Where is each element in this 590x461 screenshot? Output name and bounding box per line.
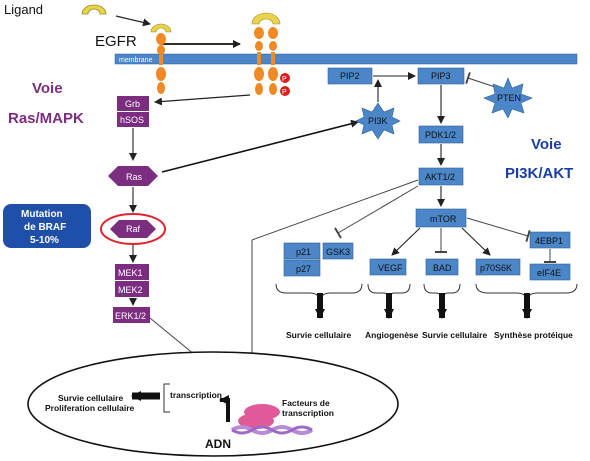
phospho-badge (280, 86, 290, 96)
ras-to-pi3k-arrow (161, 119, 359, 173)
akt-label: AKT1/2 (425, 172, 455, 182)
egfr-monomer-icon (150, 23, 172, 94)
pdk-label: PDK1/2 (425, 130, 456, 140)
hsos-node (117, 112, 149, 127)
phospho-label: P (282, 89, 287, 96)
transcription-factor-icon (238, 413, 274, 429)
nucleus-outcome-2: Proliferation cellulaire (45, 403, 135, 413)
braf-mutation-ring (100, 213, 166, 245)
receptor-to-grb-arrow (154, 94, 251, 106)
promoter-arrow-icon (219, 395, 230, 422)
pten-label: PTEN (497, 93, 521, 103)
facteurs-label-2: transcription (282, 408, 334, 418)
braf-mutation-line1: Mutation (21, 209, 63, 220)
pip3-node (417, 67, 465, 85)
outcome-survie-2: Survie cellulaire (422, 330, 487, 340)
p21-label: p21 (296, 247, 311, 257)
grb-label: Grb (125, 99, 140, 109)
ligand-binding-arrow (115, 15, 151, 27)
raf-node (110, 220, 156, 238)
outcome-survie-1: Survie cellulaire (286, 330, 351, 340)
pip2-node (327, 67, 373, 85)
pi3k-label: PI3K (368, 116, 388, 126)
membrane-label: membrane (119, 57, 153, 64)
braf-mutation-line3: 5-10% (30, 235, 59, 246)
mtor-inhibits-4ebp1 (466, 217, 531, 243)
pi3k-node (355, 102, 401, 140)
braf-mutation-line2: de BRAF (24, 222, 66, 233)
eif4e-node (529, 263, 571, 281)
4ebp1-node (529, 231, 571, 249)
akt-inhibits-gsk3 (334, 185, 419, 239)
braf-mutation-box (3, 204, 91, 248)
nucleus (27, 351, 399, 457)
p27-node (283, 259, 321, 277)
pi3k-title-line2: PI3K/AKT (505, 165, 573, 182)
facteurs-label-1: Facteurs de (282, 398, 330, 408)
p27-label: p27 (296, 264, 311, 274)
phospho-badge (280, 73, 290, 83)
mek1-node (115, 264, 149, 280)
akt-node (418, 167, 464, 186)
egfr-label: EGFR (95, 33, 137, 50)
4ebp1-label: 4EBP1 (535, 236, 563, 246)
raf-label: Raf (126, 224, 141, 234)
pten-node (483, 77, 533, 119)
transcription-bracket (163, 383, 170, 413)
dna-helix-icon (231, 425, 313, 435)
egfr-dimer-icon (251, 12, 281, 95)
ligand-label: Ligand (4, 2, 43, 17)
pten-inhibits-pip3 (465, 71, 499, 89)
membrane-bar (114, 53, 578, 65)
outcome-synthese: Synthèse protéique (494, 330, 573, 340)
mapk-title-line1: Voie (32, 80, 63, 97)
vegf-label: VEGF (378, 263, 403, 273)
ras-label: Ras (126, 172, 143, 182)
akt-to-nucleus-arrow (251, 179, 419, 241)
hsos-label: hSOS (120, 115, 144, 125)
mapk-title-line2: Ras/MAPK (8, 110, 84, 127)
mek1-label: MEK1 (118, 268, 143, 278)
erk-node (113, 307, 150, 323)
mtor-to-p70s6k-arrow (461, 227, 491, 256)
phospho-label: P (282, 76, 287, 83)
mek2-node (115, 281, 149, 297)
ligand-icon (81, 4, 107, 15)
mtor-label: mTOR (430, 214, 457, 224)
bad-label: BAD (433, 263, 452, 273)
p21-node (283, 242, 321, 260)
gsk3-label: GSK3 (326, 247, 350, 257)
outcome-angiogenese: Angiogenèse (365, 330, 419, 340)
pip2-label: PIP2 (340, 71, 360, 81)
ras-node (108, 166, 158, 186)
pdk-node (418, 125, 464, 144)
nucleus-outcome-1: Survie cellulaire (58, 393, 123, 403)
mek2-label: MEK2 (118, 285, 143, 295)
p70s6k-label: p70S6K (480, 263, 512, 273)
erk-label: ERK1/2 (115, 311, 146, 321)
vegf-node (369, 258, 407, 276)
eif4e-label: eIF4E (537, 268, 561, 278)
pi3k-title-line1: Voie (531, 136, 562, 153)
mtor-node (415, 208, 467, 228)
mtor-to-vegf-arrow (391, 227, 421, 256)
transcription-label: transcription (170, 390, 222, 400)
adn-label: ADN (205, 437, 231, 451)
p70s6k-node (475, 258, 521, 276)
bad-node (425, 258, 459, 276)
pip3-label: PIP3 (431, 71, 451, 81)
gsk3-node (322, 242, 354, 260)
grb-node (117, 96, 149, 111)
